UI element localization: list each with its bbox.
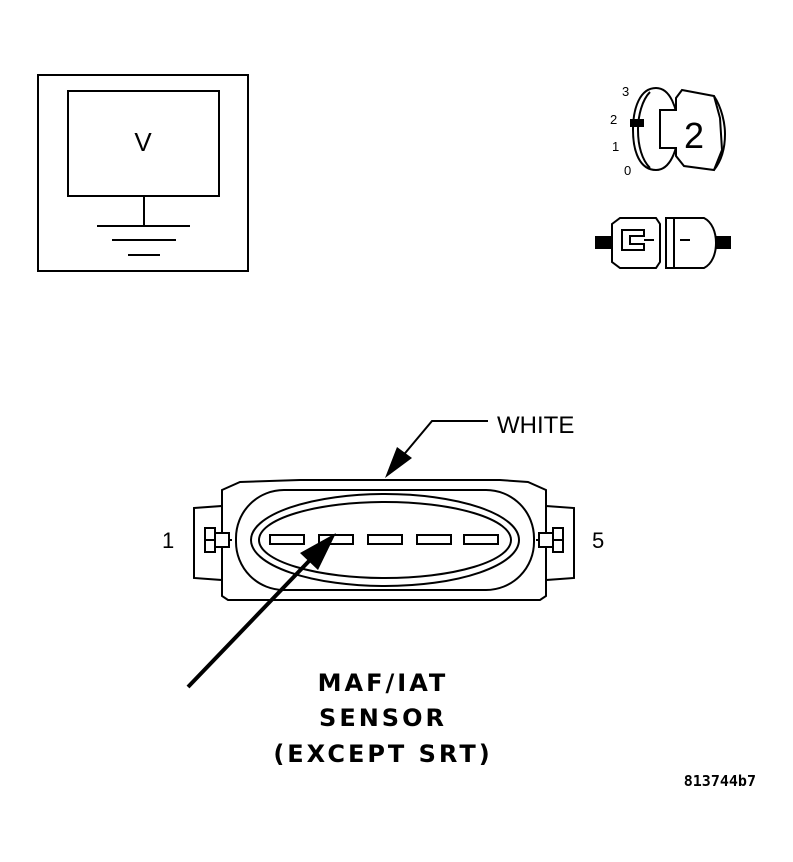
pin-label-last: 5	[592, 528, 604, 553]
meter-frame	[37, 74, 249, 272]
pin-cavity-5	[463, 534, 499, 545]
connector-disconnect-icon	[595, 217, 731, 269]
sensor-arrow	[186, 533, 336, 689]
caption-line-3: (EXCEPT SRT)	[273, 740, 492, 768]
ignition-switch: 3 2 1 0 2	[610, 84, 727, 178]
ignition-key-position-label: 2	[684, 115, 704, 156]
ignition-key-icon	[631, 86, 727, 172]
pin-cavity-3	[367, 534, 403, 545]
ignition-position-0: 0	[624, 163, 631, 178]
figure-id: 813744b7	[684, 772, 756, 790]
pin-cavity-1	[269, 534, 305, 545]
ignition-position-3: 3	[622, 84, 629, 99]
connector-color-label: WHITE	[497, 412, 574, 439]
ground-icon	[97, 196, 190, 256]
ignition-pointer	[630, 119, 644, 127]
caption-line-1: MAF/IAT	[318, 669, 449, 697]
pin-cavity-2	[318, 534, 354, 545]
ignition-position-2: 2	[610, 112, 617, 127]
caption-line-2: SENSOR	[319, 704, 447, 732]
maf-iat-connector	[193, 479, 575, 601]
ignition-position-1: 1	[612, 139, 619, 154]
voltage-symbol: V	[134, 127, 152, 157]
voltmeter: V	[37, 74, 249, 272]
pin-label-first: 1	[162, 528, 174, 553]
pin-cavity-4	[416, 534, 452, 545]
color-leader	[385, 420, 488, 478]
